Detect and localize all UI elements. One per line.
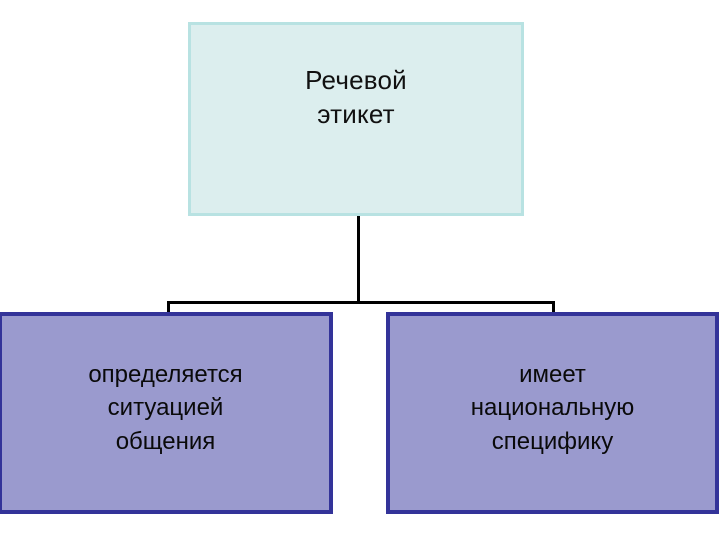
diagram-node-root-label: Речевой этикет bbox=[305, 64, 407, 129]
connector-drop-left bbox=[167, 301, 170, 314]
diagram-node-child-right[interactable]: имеет национальную специфику bbox=[386, 312, 719, 514]
connector-drop-right bbox=[552, 301, 555, 314]
diagram-node-child-right-label: имеет национальную специфику bbox=[470, 361, 635, 455]
diagram-node-child-left-label: определяется ситуацией общения bbox=[88, 361, 243, 455]
diagram-node-child-left[interactable]: определяется ситуацией общения bbox=[0, 312, 333, 514]
diagram-node-root[interactable]: Речевой этикет bbox=[188, 22, 524, 216]
connector-horizontal-bus bbox=[167, 301, 555, 304]
connector-trunk-vertical bbox=[357, 216, 360, 304]
